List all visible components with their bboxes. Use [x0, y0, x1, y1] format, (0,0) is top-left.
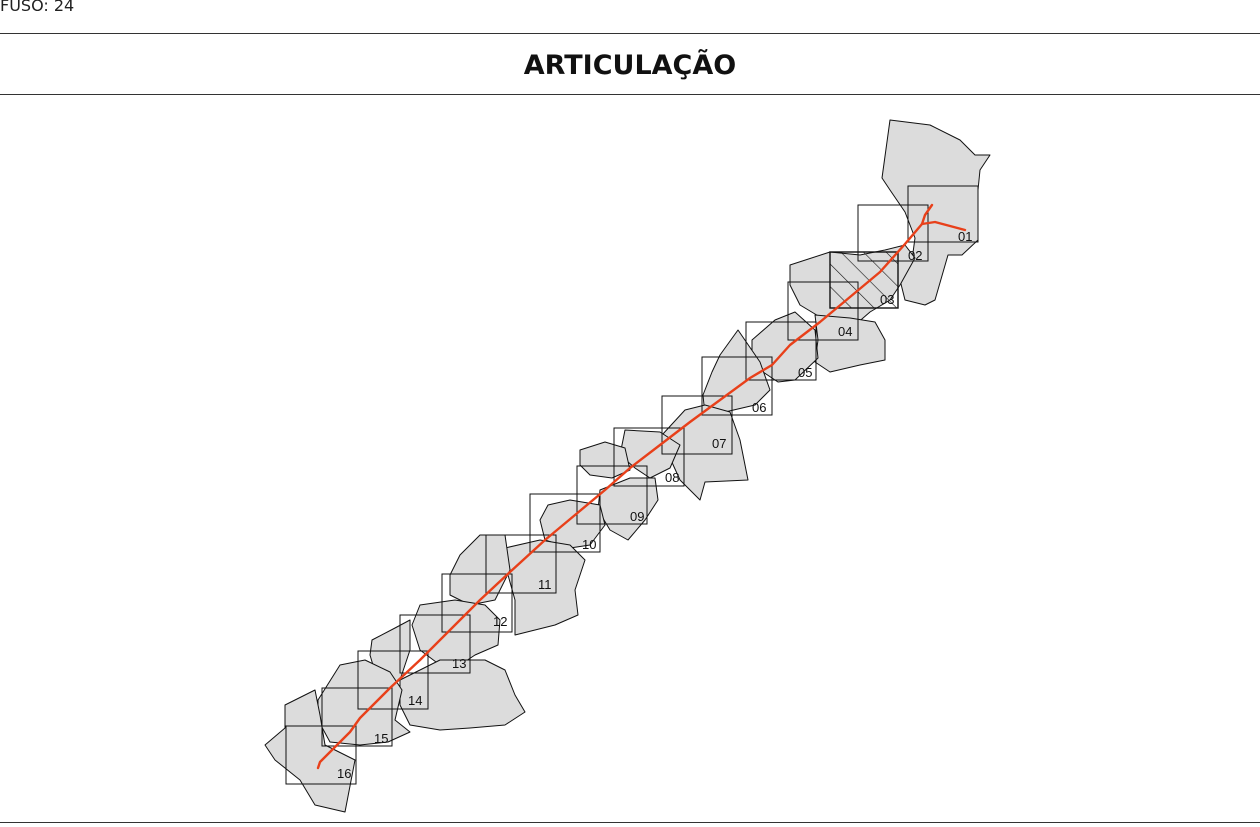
- sheet-label-15: 15: [374, 731, 388, 746]
- sheet-label-14: 14: [408, 693, 422, 708]
- sheet-label-08: 08: [665, 470, 679, 485]
- municipality-16: [264, 689, 356, 813]
- sheet-grid: [285, 185, 979, 785]
- sheet-01-frame: [907, 185, 979, 243]
- route-line: [316, 203, 934, 770]
- municipality-01: [881, 119, 991, 306]
- sheet-10-frame: [529, 493, 601, 553]
- municipality-11: [504, 539, 586, 636]
- municipalities-layer: [264, 119, 991, 813]
- sheet-label-12: 12: [493, 614, 507, 629]
- sheet-11-frame: [485, 534, 557, 594]
- sheet-09-frame: [576, 465, 648, 525]
- sheet-labels: 01 02 03 04 05 06 07 08 09 10 11 12 13 1…: [337, 229, 972, 781]
- sheet-13-frame: [399, 614, 471, 674]
- sheet-05-frame: [745, 321, 817, 381]
- sheet-label-16: 16: [337, 766, 351, 781]
- sheet-label-05: 05: [798, 365, 812, 380]
- route-branch: [920, 220, 967, 232]
- sheet-label-07: 07: [712, 436, 726, 451]
- map-title: ARTICULAÇÃO: [523, 50, 737, 81]
- sheet-label-02: 02: [908, 248, 922, 263]
- sheet-14-frame: [357, 650, 429, 710]
- sheet-label-01: 01: [958, 229, 972, 244]
- sheet-16-frame: [285, 725, 357, 785]
- municipality-11b: [449, 534, 511, 606]
- sheet-12-frame: [441, 573, 513, 633]
- sheet-label-13: 13: [452, 656, 466, 671]
- municipality-08b: [579, 441, 631, 479]
- sheet-03-hatch: [829, 251, 899, 309]
- municipality-15: [317, 659, 411, 746]
- sheet-label-11: 11: [538, 577, 552, 592]
- municipality-06: [702, 329, 771, 416]
- title-divider: [0, 94, 1260, 95]
- sheet-04-frame: [787, 281, 859, 341]
- fuso-label: FUSO: 24: [0, 0, 75, 15]
- sheet-label-03: 03: [880, 292, 894, 307]
- sheet-label-06: 06: [752, 400, 766, 415]
- sheet-label-09: 09: [630, 509, 644, 524]
- sheet-08-frame: [613, 427, 685, 487]
- bottom-divider: [0, 822, 1260, 823]
- municipality-14: [399, 659, 526, 731]
- sheet-15-frame: [321, 687, 393, 747]
- sheet-07-frame: [661, 395, 733, 455]
- sheet-06-frame: [701, 356, 773, 416]
- top-divider: [0, 33, 1260, 34]
- sheet-label-10: 10: [582, 537, 596, 552]
- sheet-label-04: 04: [838, 324, 852, 339]
